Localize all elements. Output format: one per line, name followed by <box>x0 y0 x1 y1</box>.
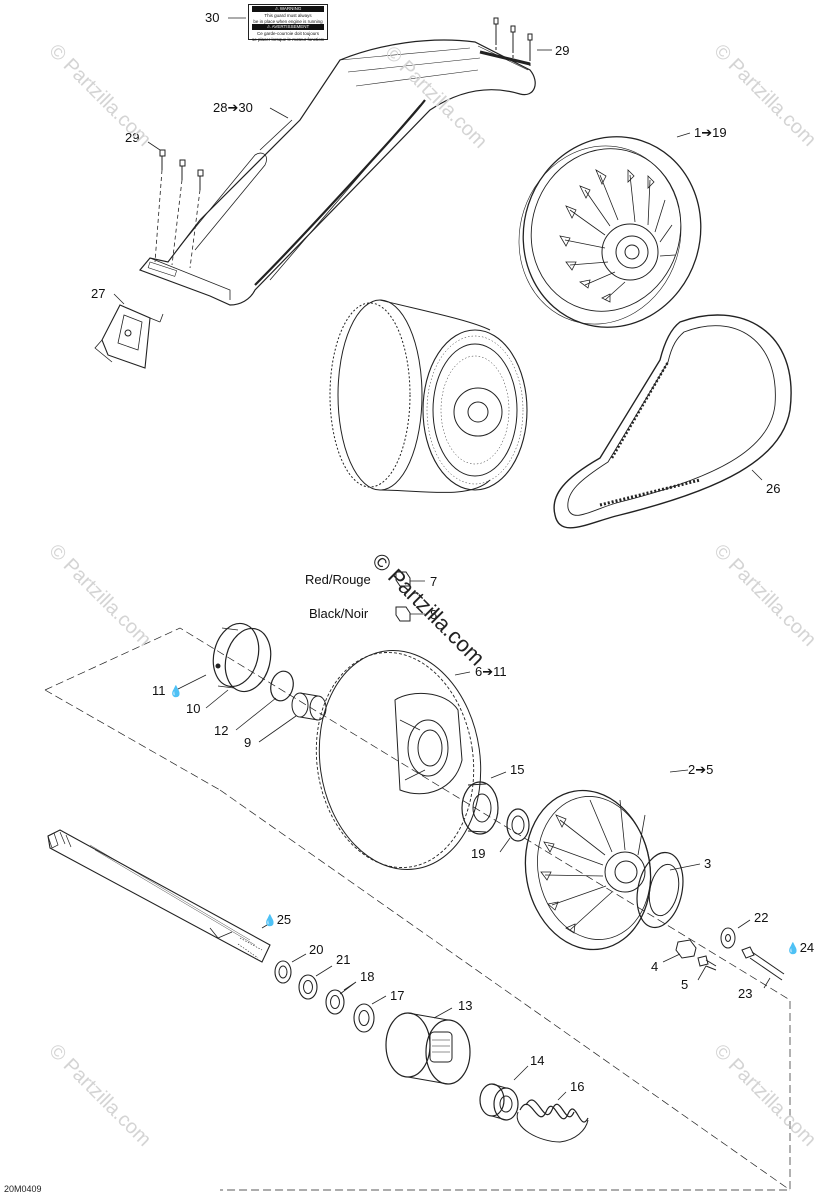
callout-29-top[interactable]: 29 <box>555 43 570 58</box>
callout-21[interactable]: 21 <box>336 952 351 967</box>
washer-17[interactable] <box>353 1003 375 1033</box>
diagram-code: 20M0409 <box>4 1184 42 1194</box>
callout-16[interactable]: 16 <box>570 1079 585 1094</box>
weight-red-7[interactable] <box>395 571 411 587</box>
callout-17[interactable]: 17 <box>390 988 405 1003</box>
callout-2-5[interactable]: 2➔5 <box>688 762 714 777</box>
belt-guard[interactable] <box>138 39 536 306</box>
callout-24[interactable]: 💧24 <box>786 941 814 956</box>
callout-15[interactable]: 15 <box>510 762 525 777</box>
callout-7-label: Red/Rouge <box>305 572 371 587</box>
drive-shaft-25[interactable] <box>47 829 271 963</box>
callout-3[interactable]: 3 <box>704 856 712 871</box>
callout-30[interactable]: 30 <box>205 10 220 25</box>
callout-4[interactable]: 4 <box>651 959 659 974</box>
warning-label-line6: se placer lorsque le moteur fonctionne <box>252 36 324 42</box>
callout-26[interactable]: 26 <box>766 481 781 496</box>
callout-6-11[interactable]: 6➔11 <box>475 664 507 679</box>
bushing-14[interactable] <box>479 1083 519 1121</box>
callout-11-text: 11 <box>152 683 166 698</box>
assembly-boundary <box>44 627 791 1191</box>
drive-pulley-drum[interactable] <box>329 299 528 493</box>
screws-29-left[interactable] <box>154 149 204 269</box>
oil-drop-icon: 💧 <box>786 943 800 955</box>
callout-13[interactable]: 13 <box>458 998 473 1013</box>
driven-pulley-assembly[interactable] <box>496 114 725 351</box>
washer-18[interactable] <box>325 989 345 1015</box>
callout-9[interactable]: 9 <box>244 735 252 750</box>
bracket-27[interactable] <box>94 304 164 369</box>
washer-19[interactable] <box>506 808 530 842</box>
warning-label-line2: This guard must always <box>264 13 312 18</box>
callout-29-left[interactable]: 29 <box>125 130 140 145</box>
spacer-15[interactable] <box>461 781 499 835</box>
drive-belt-26[interactable] <box>553 314 792 529</box>
callout-7[interactable]: 7 <box>430 574 438 589</box>
warning-label-line4: ⚠ AVERTISSEMENT <box>252 24 324 30</box>
leader-lines <box>113 17 771 1101</box>
bolt-23[interactable] <box>741 946 785 981</box>
callout-12[interactable]: 12 <box>214 723 229 738</box>
weight-black-8[interactable] <box>395 606 411 622</box>
callout-1-19[interactable]: 1➔19 <box>694 125 727 140</box>
callout-14[interactable]: 14 <box>530 1053 545 1068</box>
callout-19[interactable]: 19 <box>471 846 486 861</box>
callout-23[interactable]: 23 <box>738 986 753 1001</box>
callout-22[interactable]: 22 <box>754 910 769 925</box>
callout-10[interactable]: 10 <box>186 701 201 716</box>
warning-label-line3: be in place when engine is running <box>253 18 323 24</box>
screws-29-top[interactable] <box>493 17 552 68</box>
callout-25[interactable]: 💧25 <box>263 913 291 928</box>
callout-25-text: 25 <box>276 912 292 927</box>
callout-18[interactable]: 18 <box>360 969 375 984</box>
oil-drop-icon: 💧 <box>263 915 277 927</box>
callout-5[interactable]: 5 <box>681 977 689 992</box>
warning-label-line1: ⚠ WARNING <box>252 6 324 12</box>
warning-label-line5: Ce garde-courroie doit toujours <box>256 31 320 36</box>
bushing-9[interactable] <box>291 692 327 721</box>
cam-3[interactable] <box>631 848 690 931</box>
washer-22[interactable] <box>720 927 736 949</box>
spider-13[interactable] <box>385 1012 471 1085</box>
washer-21[interactable] <box>298 974 318 1000</box>
washer-20[interactable] <box>274 960 292 984</box>
callout-24-text: 24 <box>799 940 814 955</box>
ring-10[interactable] <box>207 619 277 697</box>
callout-20[interactable]: 20 <box>309 942 324 957</box>
callout-28-30[interactable]: 28➔30 <box>213 100 253 115</box>
oil-drop-icon: 💧 <box>169 686 183 698</box>
oring-12[interactable] <box>268 669 297 703</box>
slider-4[interactable] <box>675 939 697 959</box>
fixed-sheave-6-11[interactable] <box>303 640 495 880</box>
callout-27[interactable]: 27 <box>91 286 106 301</box>
warning-label-30[interactable]: ⚠ WARNING This guard must always be in p… <box>248 4 328 42</box>
callout-8[interactable]: 8 <box>430 607 438 622</box>
screw-5[interactable] <box>697 955 717 971</box>
spring-16[interactable] <box>516 1099 589 1143</box>
callout-11[interactable]: 11 💧 <box>152 684 183 699</box>
movable-sheave-2-5[interactable] <box>513 780 663 959</box>
callout-8-label: Black/Noir <box>309 606 369 621</box>
